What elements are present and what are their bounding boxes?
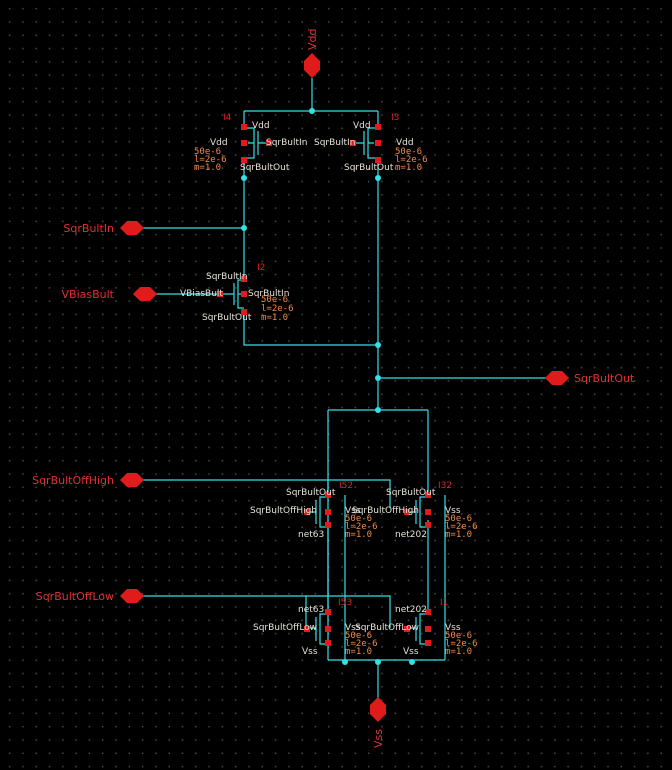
i4-top: Vdd [252,121,270,131]
i4-m: m=1.0 [194,163,221,173]
i2-bulk: SqrBultIn [248,289,289,299]
i4-gate: SqrBultIn [266,138,307,148]
i3-bulk: Vdd [396,138,414,148]
i4-bulk: Vdd [210,138,228,148]
i1-top: net202 [395,605,427,615]
pin-off-high[interactable] [120,473,144,487]
i53-bot: Vss [302,647,318,657]
transistor-i4[interactable]: I4 Vdd SqrBultIn SqrBultOut Vdd 50e-6 l=… [194,113,307,173]
i53-name: I53 [338,598,352,608]
i1-w: 50e-6 [445,631,472,641]
i53-w: 50e-6 [345,631,372,641]
i3-l: l=2e-6 [395,155,428,165]
i53-top: net63 [298,605,324,615]
i2-name: I2 [257,263,265,273]
pin-off-low-label: SqrBultOffLow [36,590,114,603]
i52-gate: SqrBultOffHigh [250,506,317,516]
transistor-i53[interactable]: I53 net63 SqrBultOffLow Vss Vss 50e-6 l=… [253,598,378,657]
i52-l: l=2e-6 [345,522,378,532]
i32-name: I32 [438,481,452,491]
i1-name: I1 [440,598,448,608]
i2-l: l=2e-6 [261,304,294,314]
transistor-i32[interactable]: I32 SqrBultOut SqrBultOffHigh net202 Vss… [352,481,478,540]
i52-top: SqrBultOut [286,488,336,498]
i2-w: 50e-6 [261,295,288,305]
i52-name: I52 [339,481,353,491]
transistor-i52[interactable]: I52 SqrBultOut SqrBultOffHigh net63 Vss … [250,481,378,540]
i1-l: l=2e-6 [445,639,478,649]
i52-bot: net63 [298,530,324,540]
i2-gate: VBiasBult [180,289,223,299]
i4-name: I4 [223,113,232,123]
i52-m: m=1.0 [345,530,372,540]
i3-w: 50e-6 [395,147,422,157]
i1-m: m=1.0 [445,647,472,657]
i3-gate: SqrBultIn [314,138,355,148]
pin-vdd[interactable] [304,53,320,78]
i3-bot: SqrBultOut [344,163,394,173]
i32-l: l=2e-6 [445,522,478,532]
pin-vss-label: Vss [372,729,385,748]
junctions [241,108,415,665]
i3-name: I3 [391,113,399,123]
io-pins[interactable]: Vdd Vss SqrBultIn VBiasBult SqrBultOut S… [32,29,635,749]
pin-sqr-out-label: SqrBultOut [574,372,635,385]
pin-sqr-in-label: SqrBultIn [63,222,114,235]
pin-vbias[interactable] [133,287,157,301]
i4-l: l=2e-6 [194,155,227,165]
i32-m: m=1.0 [445,530,472,540]
i53-gate: SqrBultOffLow [253,623,317,633]
i53-m: m=1.0 [345,647,372,657]
transistor-i1[interactable]: I1 net202 SqrBultOffLow Vss Vss 50e-6 l=… [355,598,478,657]
i2-top: SqrBultIn [206,272,247,282]
pin-off-high-label: SqrBultOffHigh [32,474,114,487]
i4-w: 50e-6 [194,147,221,157]
pin-vss[interactable] [370,697,386,722]
transistor-i3[interactable]: I3 Vdd SqrBultIn SqrBultOut Vdd 50e-6 l=… [314,113,428,173]
i1-gate: SqrBultOffLow [355,623,419,633]
i32-bulk: Vss [445,506,461,516]
i53-bulk: Vss [345,623,361,633]
pin-sqr-out[interactable] [545,371,569,385]
i2-m: m=1.0 [261,313,288,323]
i32-bot: net202 [395,530,427,540]
i1-bot: Vss [403,647,419,657]
i32-w: 50e-6 [445,514,472,524]
wires [142,78,550,700]
i4-bot: SqrBultOut [240,163,290,173]
i3-m: m=1.0 [395,163,422,173]
i52-w: 50e-6 [345,514,372,524]
i2-bot: SqrBultOut [202,313,252,323]
pin-vbias-label: VBiasBult [62,288,115,301]
i53-l: l=2e-6 [345,639,378,649]
pin-vdd-label: Vdd [306,29,319,51]
i52-bulk: Vss [345,506,361,516]
i32-top: SqrBultOut [386,488,436,498]
i3-top: Vdd [353,121,371,131]
pin-sqr-in[interactable] [120,221,144,235]
pin-off-low[interactable] [120,589,144,603]
i32-gate: SqrBultOffHigh [352,506,419,516]
transistor-i2[interactable]: I2 SqrBultIn VBiasBult SqrBultOut SqrBul… [180,263,294,323]
i1-bulk: Vss [445,623,461,633]
